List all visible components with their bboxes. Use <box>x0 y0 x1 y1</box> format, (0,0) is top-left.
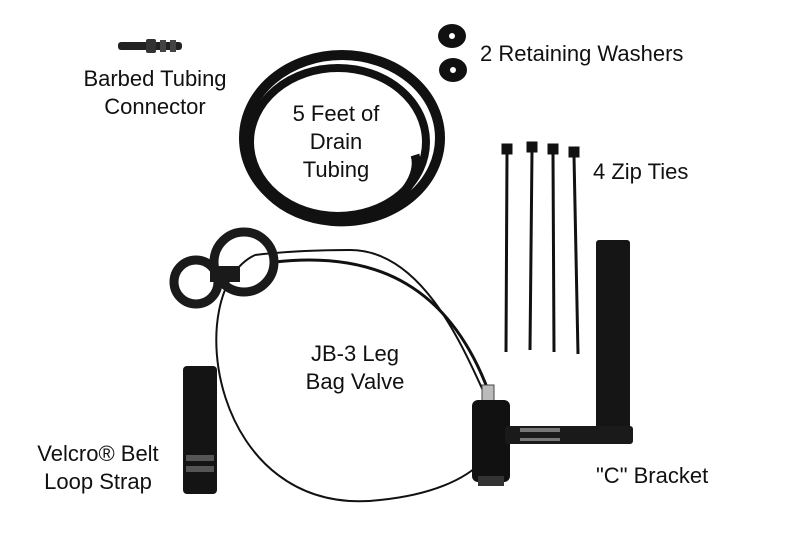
label-c-bracket: "C" Bracket <box>596 463 709 488</box>
label-leg-bag-valve: JB-3 Leg Bag Valve <box>305 341 405 394</box>
washers-image <box>438 24 467 82</box>
barbed-connector-image <box>118 39 182 53</box>
leg-bag-valve-image <box>169 227 510 503</box>
zip-ties-image <box>501 141 580 355</box>
label-velcro-belt-loop-strap: Velcro® Belt Loop Strap <box>37 441 159 494</box>
drain-tubing-image <box>239 50 445 227</box>
label-drain-tubing: 5 Feet of Drain Tubing <box>292 101 380 182</box>
velcro-strap-image <box>183 366 217 494</box>
label-zip-ties: 4 Zip Ties <box>593 159 689 184</box>
c-bracket-image <box>505 240 633 444</box>
label-barbed-tubing-connector: Barbed Tubing Connector <box>83 66 227 119</box>
label-retaining-washers: 2 Retaining Washers <box>480 41 684 66</box>
